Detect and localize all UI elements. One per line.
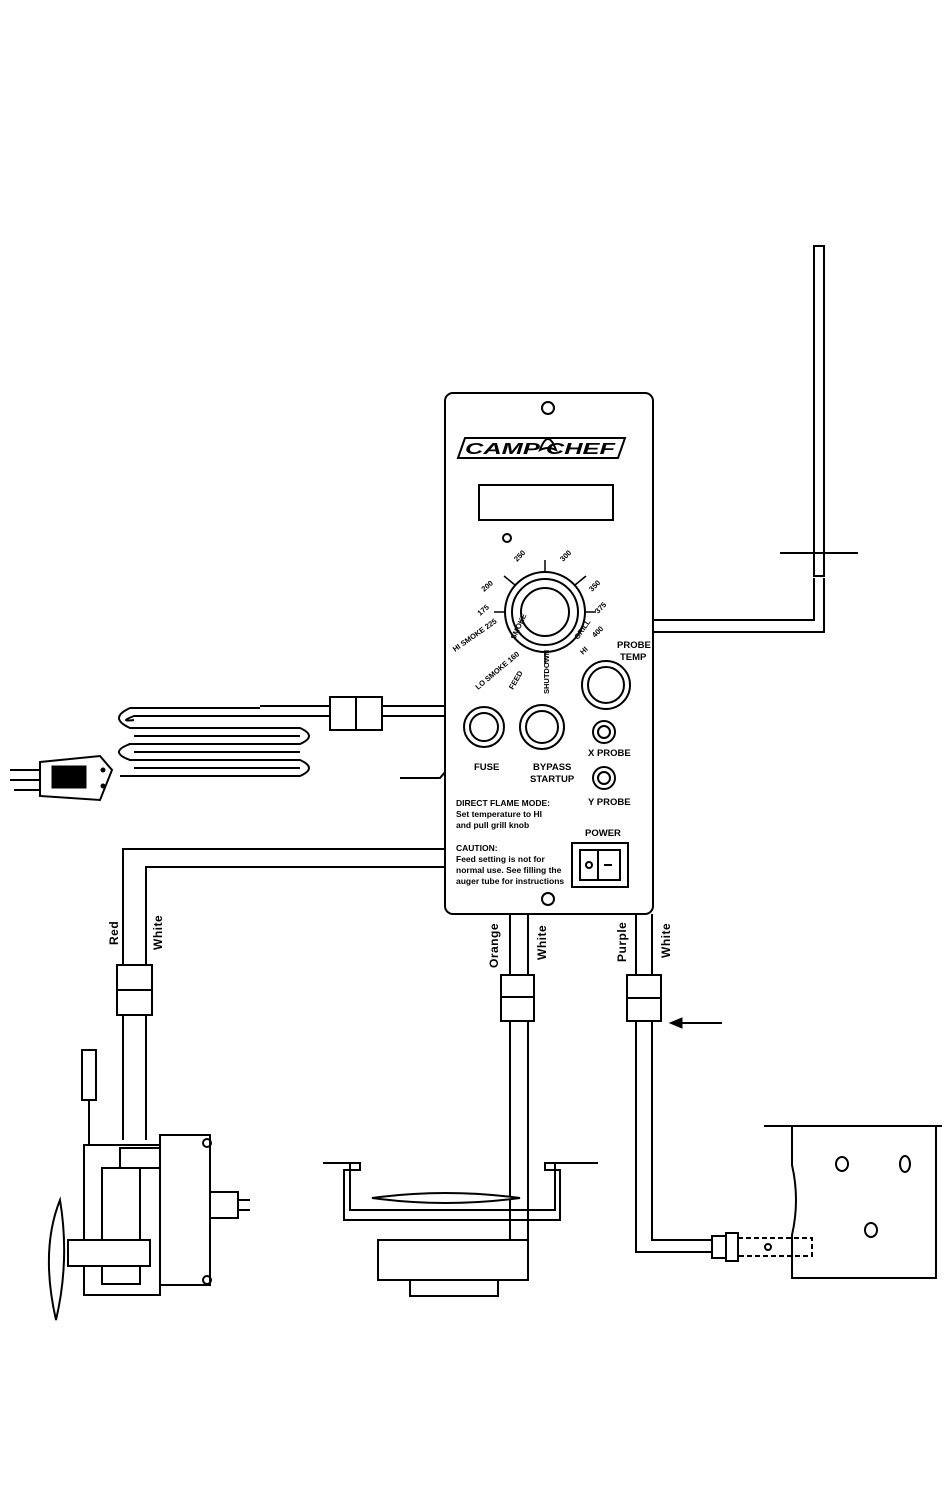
- temperature-dial[interactable]: [494, 560, 596, 664]
- dial-setting-hi: HI: [578, 645, 590, 657]
- probe-temp-button[interactable]: [581, 660, 631, 710]
- caution-line-2: Feed setting is not for: [456, 854, 545, 864]
- bypass-startup-button[interactable]: [519, 704, 565, 750]
- induction-fan: [323, 1162, 598, 1297]
- auger-motor: [47, 1049, 250, 1321]
- indicator-light: [502, 533, 512, 543]
- caution-line-4: auger tube for instructions: [456, 876, 564, 886]
- direct-flame-line-2: Set temperature to HI: [456, 809, 542, 819]
- power-label: POWER: [585, 828, 621, 839]
- probe-temp-label-1: PROBE: [617, 640, 651, 651]
- temperature-probe: [654, 245, 858, 633]
- wire-label-white-mid: White: [535, 925, 549, 960]
- camp-chef-logo: CAMP CHEF: [456, 437, 627, 459]
- startup-label: STARTUP: [530, 774, 575, 785]
- lcd-display: [478, 484, 614, 521]
- wire-label-red: Red: [107, 921, 121, 945]
- auger-wires: [116, 848, 445, 1140]
- probe-temp-label-2: TEMP: [620, 652, 647, 663]
- direct-flame-title: DIRECT FLAME MODE:: [456, 798, 550, 808]
- direct-flame-line-3: and pull grill knob: [456, 820, 529, 830]
- fuse-label: FUSE: [474, 762, 499, 773]
- brand-text: CAMP CHEF: [465, 441, 617, 458]
- caution-line-3: normal use. See filling the: [456, 865, 562, 875]
- fuse-holder[interactable]: [463, 706, 505, 748]
- igniter-wires: [626, 914, 715, 1253]
- bypass-label: BYPASS: [533, 762, 571, 773]
- wire-label-white-right: White: [659, 923, 673, 958]
- y-probe-label: Y PROBE: [588, 797, 631, 808]
- power-cord: [10, 696, 445, 802]
- hot-rod-igniter: [711, 1232, 813, 1262]
- control-panel: CAMP CHEF SMOKE GRILL 200 250 300 350 37…: [444, 392, 654, 915]
- caution-title: CAUTION:: [456, 843, 498, 853]
- x-probe-jack[interactable]: [592, 720, 616, 744]
- x-probe-label: X PROBE: [588, 748, 631, 759]
- connector-arrow: [668, 1017, 722, 1029]
- wire-label-orange: Orange: [487, 923, 501, 968]
- power-switch[interactable]: [571, 842, 629, 888]
- wire-label-white-left: White: [151, 915, 165, 950]
- fan-wires: [500, 914, 535, 1240]
- wire-label-purple: Purple: [615, 922, 629, 962]
- y-probe-jack[interactable]: [592, 766, 616, 790]
- dial-setting-shutdown: SHUTDOWN: [542, 650, 551, 694]
